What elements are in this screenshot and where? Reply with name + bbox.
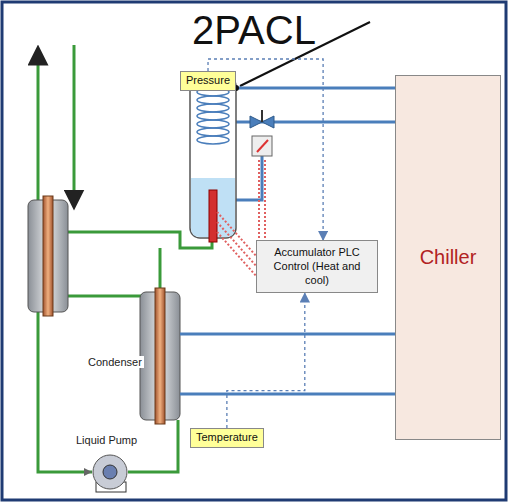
valve	[250, 110, 274, 156]
diagram-title: 2PACL	[0, 8, 508, 53]
accumulator-vessel	[187, 76, 239, 242]
heat-exchanger	[28, 196, 68, 316]
part-label: Liquid Pump	[74, 434, 139, 446]
sensor-tag: Pressure	[180, 71, 236, 91]
node-text: Temperature	[196, 431, 258, 445]
plc-control-box: Accumulator PLC Control (Heat and cool)	[256, 240, 378, 293]
signal-connector	[227, 293, 305, 428]
chiller-box: Chiller	[395, 75, 501, 440]
liquid-pump	[84, 455, 127, 492]
sensor-tag: Temperature	[190, 428, 264, 448]
node-text: Accumulator PLC Control (Heat and cool)	[263, 246, 371, 287]
condenser-exchanger	[140, 288, 180, 424]
part-label: Condenser	[86, 356, 144, 368]
node-text: Pressure	[186, 74, 230, 88]
node-text: Chiller	[420, 245, 477, 270]
